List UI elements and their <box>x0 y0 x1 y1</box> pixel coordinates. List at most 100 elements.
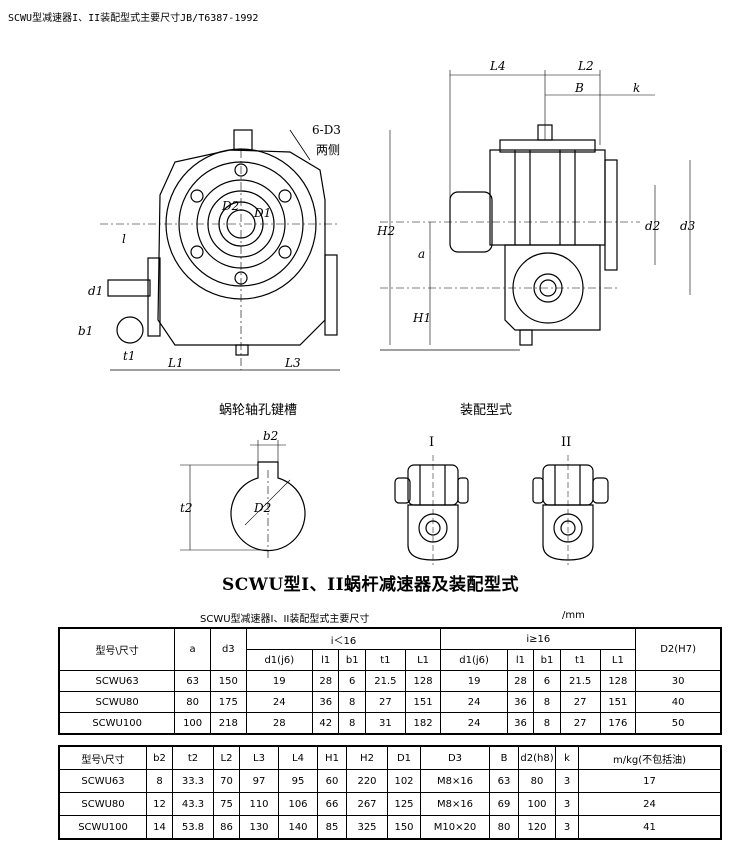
sides-label: 两侧 <box>316 143 340 157</box>
table-cell: 27 <box>559 712 601 735</box>
table-row: SCWU63 63 150 19 28 6 21.5 128 19 28 6 2… <box>58 670 722 692</box>
t2-header: m/kg(不包括油) <box>578 745 722 770</box>
dim-D1: D1 <box>253 206 271 220</box>
table-caption: SCWU型减速器I、II装配型式主要尺寸 <box>200 614 370 625</box>
table-cell: M10×20 <box>420 815 490 840</box>
t2-header: H1 <box>317 745 347 770</box>
table-cell: 267 <box>346 792 388 816</box>
holes-label: 6-D3 <box>312 123 341 137</box>
table-cell: 24 <box>440 691 508 713</box>
table-cell: 24 <box>578 792 722 816</box>
table-row: SCWU63 8 33.3 70 97 95 60 220 102 M8×16 … <box>58 769 722 793</box>
table-cell: 14 <box>146 815 173 840</box>
table-cell: 42 <box>311 712 340 735</box>
dim-d3: d3 <box>680 219 696 233</box>
table-cell: 220 <box>346 769 388 793</box>
table-cell: 36 <box>311 691 340 713</box>
t1-header-d3: d3 <box>209 627 247 671</box>
figure-caption: SCWU型I、II蜗杆减速器及装配型式 <box>221 575 520 595</box>
table-cell: 120 <box>518 815 556 840</box>
assembly-title: 装配型式 <box>460 403 512 418</box>
table-cell: 128 <box>599 670 637 692</box>
table-cell: 30 <box>635 670 722 692</box>
table-cell: SCWU80 <box>58 691 176 713</box>
table-cell: SCWU100 <box>58 815 147 840</box>
table-cell: 8 <box>146 769 173 793</box>
t2-header: k <box>555 745 579 770</box>
table-cell: 128 <box>404 670 442 692</box>
t1-sub-header: l1 <box>506 649 535 671</box>
keyway-section-drawing <box>180 440 306 560</box>
dimensions-table-2: 型号\尺寸 b2 t2 L2 L3 L4 H1 H2 D1 D3 B d2(h8… <box>58 745 722 840</box>
dim-L2: L2 <box>577 59 594 73</box>
t2-header: L4 <box>278 745 318 770</box>
table-cell: 75 <box>213 792 240 816</box>
table-cell: 21.5 <box>364 670 406 692</box>
t2-header: t2 <box>172 745 214 770</box>
table-cell: 31 <box>364 712 406 735</box>
dim-L1: L1 <box>167 356 184 370</box>
table-cell: SCWU63 <box>58 670 176 692</box>
table-cell: 69 <box>489 792 519 816</box>
table-cell: 36 <box>506 712 535 735</box>
table-cell: 106 <box>278 792 318 816</box>
t1-header-a: a <box>174 627 211 671</box>
table-cell: 70 <box>213 769 240 793</box>
table-row: SCWU100 14 53.8 86 130 140 85 325 150 M1… <box>58 815 722 840</box>
table-row: SCWU80 80 175 24 36 8 27 151 24 36 8 27 … <box>58 691 722 713</box>
table-cell: 151 <box>599 691 637 713</box>
dim-D2-keyway: D2 <box>253 501 271 515</box>
table-cell: 102 <box>387 769 421 793</box>
table-cell: 3 <box>555 792 579 816</box>
t1-sub-header: t1 <box>559 649 601 671</box>
t2-header: L3 <box>239 745 279 770</box>
table-cell: M8×16 <box>420 792 490 816</box>
table-cell: 43.3 <box>172 792 214 816</box>
dim-B: B <box>574 81 584 95</box>
table-cell: 24 <box>245 691 313 713</box>
table-cell: 175 <box>209 691 247 713</box>
table-cell: 19 <box>245 670 313 692</box>
keyway-title: 蜗轮轴孔键槽 <box>219 402 297 418</box>
table-cell: 140 <box>278 815 318 840</box>
t1-header-group-right: i≥16 <box>440 627 637 650</box>
t2-header: L2 <box>213 745 240 770</box>
dim-L4: L4 <box>489 59 506 73</box>
table-cell: 8 <box>338 691 366 713</box>
t1-sub-header: L1 <box>404 649 442 671</box>
dim-t1: t1 <box>123 349 135 363</box>
dim-d1: d1 <box>88 284 103 298</box>
table-cell: M8×16 <box>420 769 490 793</box>
dim-L3: L3 <box>284 356 301 370</box>
table-cell: 182 <box>404 712 442 735</box>
front-view-drawing <box>100 129 340 371</box>
t2-header: d2(h8) <box>518 745 556 770</box>
t1-sub-header: L1 <box>599 649 637 671</box>
t2-header: D3 <box>420 745 490 770</box>
table-cell: 19 <box>440 670 508 692</box>
t1-sub-header: b1 <box>338 649 366 671</box>
table-cell: 100 <box>174 712 211 735</box>
t1-header-model: 型号\尺寸 <box>58 627 176 671</box>
table-cell: 40 <box>635 691 722 713</box>
assembly-type-2-label: II <box>561 435 571 450</box>
table-cell: 80 <box>518 769 556 793</box>
dim-k: k <box>633 81 640 95</box>
table-cell: 3 <box>555 815 579 840</box>
assembly-type-1-drawing <box>394 455 469 565</box>
t2-header: b2 <box>146 745 173 770</box>
table-cell: 27 <box>559 691 601 713</box>
table-cell: 85 <box>317 815 347 840</box>
t1-sub-header: t1 <box>364 649 406 671</box>
assembly-type-1-label: I <box>429 435 434 450</box>
table-cell: 80 <box>489 815 519 840</box>
table-cell: 12 <box>146 792 173 816</box>
table-cell: SCWU100 <box>58 712 176 735</box>
table-unit: /mm <box>562 610 585 621</box>
dim-H1: H1 <box>412 311 431 325</box>
table-cell: 150 <box>387 815 421 840</box>
dim-l: l <box>122 232 126 246</box>
table-cell: SCWU80 <box>58 792 147 816</box>
dim-a: a <box>418 247 425 261</box>
t2-header: H2 <box>346 745 388 770</box>
